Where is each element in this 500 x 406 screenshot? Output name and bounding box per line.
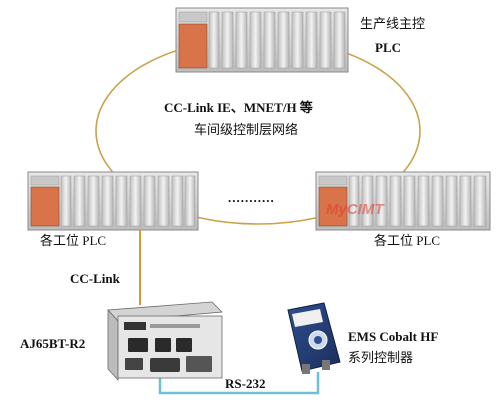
rs232-label: RS-232 [225, 376, 266, 391]
main-plc-rack [175, 7, 349, 73]
rs232-cable [158, 372, 320, 395]
main-plc-label-line2: PLC [375, 40, 401, 55]
dots-ellipsis: ........... [228, 190, 275, 205]
station-plc-rack-left [27, 171, 199, 231]
network-label-line2: 车间级控制层网络 [194, 122, 299, 137]
aj65bt-r2-module [107, 301, 223, 382]
cclink-label: CC-Link [70, 271, 120, 286]
ems-cobalt-hf-controller [287, 302, 341, 374]
station-plc-rack-right [315, 171, 491, 231]
module-label: AJ65BT-R2 [20, 336, 86, 351]
main-plc-label-line1: 生产线主控 [360, 16, 426, 31]
station-plc-left-label: 各工位 PLC [40, 233, 107, 248]
network-label-line1: CC-Link IE、MNET/H 等 [164, 100, 313, 115]
controller-label-line1: EMS Cobalt HF [348, 329, 439, 344]
station-plc-right-label: 各工位 PLC [374, 233, 441, 248]
watermark-mycimt: MyCIMT [326, 201, 385, 218]
controller-label-line2: 系列控制器 [348, 350, 414, 365]
